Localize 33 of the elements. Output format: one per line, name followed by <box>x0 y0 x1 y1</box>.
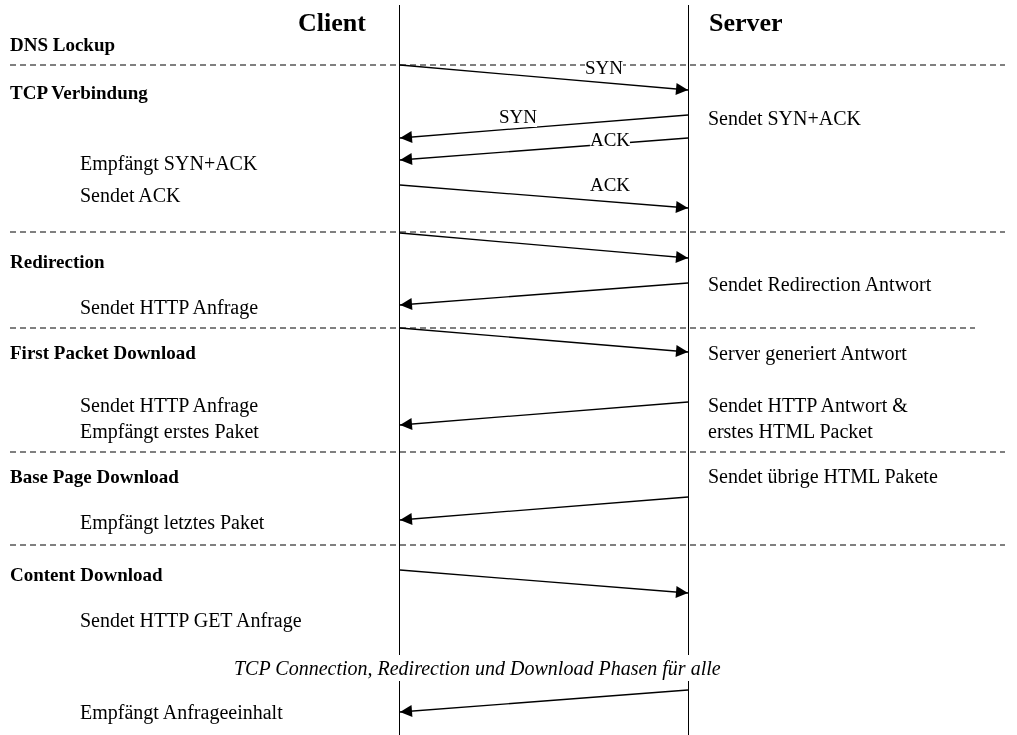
phase-label: First Packet Download <box>10 341 196 365</box>
arrow <box>399 114 689 144</box>
step-text: Empfängt erstes Paket <box>80 419 259 444</box>
edge-label: SYN <box>499 107 537 127</box>
step-text: Sendet Redirection Antwort <box>708 272 932 297</box>
step-text: Sendet ACK <box>80 183 181 208</box>
arrow <box>399 232 689 263</box>
step-text: Empfängt SYN+ACK <box>80 151 258 176</box>
step-text: Sendet HTTP Antwort & erstes HTML Packet <box>708 393 909 444</box>
step-text: Sendet übrige HTML Pakete <box>708 464 938 489</box>
arrow <box>399 282 689 311</box>
arrow <box>399 64 689 95</box>
phase-label: Redirection <box>10 250 105 274</box>
step-text: Empfängt letztes Paket <box>80 510 265 535</box>
step-text: Server generiert Antwort <box>708 341 907 366</box>
phase-label: Content Download <box>10 563 163 587</box>
arrow <box>399 569 689 599</box>
phase-label: TCP Verbindung <box>10 81 148 105</box>
lifeline-title: Client <box>298 9 366 37</box>
step-text: Sendet HTTP Anfrage <box>80 295 259 320</box>
phase-label: DNS Lockup <box>10 33 116 57</box>
arrow <box>399 689 689 718</box>
arrow <box>399 184 689 214</box>
step-text: Empfängt Anfrageeinhalt <box>80 700 283 725</box>
step-text: Sendet HTTP GET Anfrage <box>80 608 302 633</box>
edge-label: ACK <box>589 130 631 150</box>
step-text: Sendet SYN+ACK <box>708 106 861 131</box>
arrow <box>399 496 689 526</box>
arrow <box>399 401 689 431</box>
phase-label: Base Page Download <box>10 465 179 489</box>
step-text: Sendet HTTP Anfrage <box>80 393 259 418</box>
lifeline-title: Server <box>709 9 783 37</box>
arrow <box>399 327 689 357</box>
